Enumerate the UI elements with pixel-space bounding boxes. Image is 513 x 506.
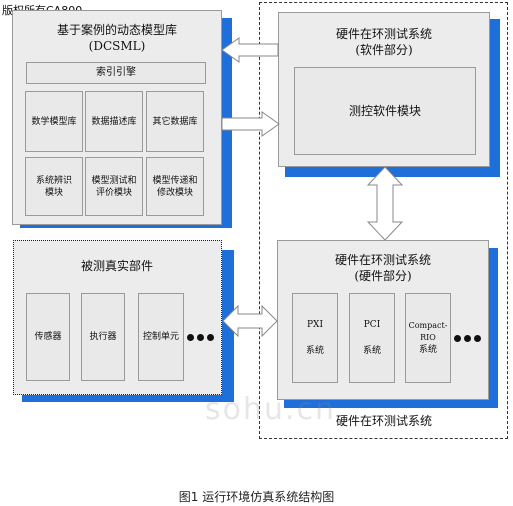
- compact-rio-system-label: 系统: [418, 345, 437, 355]
- watermark-text: sohu.cn: [205, 392, 337, 427]
- model-transfer-modify-line2: 修改模块: [156, 187, 193, 198]
- system-identification-line2: 模块: [44, 187, 63, 198]
- compact-rio-label: Compact-RIO: [408, 321, 448, 342]
- hil-system-frame: [259, 2, 508, 439]
- hardware-part-subtitle: (硬件部分): [354, 269, 412, 283]
- real-parts-title: 被测真实部件: [80, 259, 153, 273]
- model-transfer-modify-module-box: 模型传递和 修改模块: [146, 157, 204, 216]
- math-model-db-box: 数学模型库: [25, 91, 83, 152]
- real-parts-panel: 被测真实部件 传感器 执行器 控制单元: [13, 240, 222, 395]
- other-db-box: 其它数据库: [146, 91, 204, 152]
- pci-system-box: PCI 系统: [349, 293, 395, 383]
- compact-rio-system-box: Compact-RIO 系统: [405, 293, 451, 383]
- model-test-eval-module-box: 模型测试和 评价模块: [85, 157, 143, 216]
- system-identification-line1: 系统辨识: [35, 175, 72, 186]
- data-description-db-box: 数据描述库: [85, 91, 143, 152]
- arrow-right-icon: [221, 111, 280, 137]
- arrow-left-icon: [221, 37, 279, 63]
- software-part-subtitle: (软件部分): [355, 43, 413, 57]
- pci-system-label: 系统: [362, 346, 381, 356]
- software-part-panel: 硬件在环测试系统 (软件部分) 测控软件模块: [278, 12, 490, 167]
- system-identification-module-box: 系统辨识 模块: [25, 157, 83, 216]
- actuator-box: 执行器: [81, 293, 125, 381]
- model-test-eval-line1: 模型测试和: [91, 175, 137, 186]
- model-library-subtitle: (DCSML): [88, 39, 146, 53]
- double-arrow-vertical-icon: [366, 166, 404, 241]
- ellipsis-dots-icon: [187, 334, 214, 341]
- model-library-title: 基于案例的动态模型库: [56, 23, 177, 37]
- index-engine-box: 索引引擎: [26, 62, 206, 84]
- double-arrow-horizontal-icon: [222, 304, 278, 338]
- hardware-part-title: 硬件在环测试系统: [334, 253, 431, 267]
- model-test-eval-line2: 评价模块: [95, 187, 132, 198]
- pxi-system-box: PXI 系统: [292, 293, 338, 383]
- control-unit-box: 控制单元: [138, 293, 184, 381]
- hardware-part-panel: 硬件在环测试系统 (硬件部分) PXI 系统 PCI 系统 Compact-RI…: [277, 240, 489, 400]
- model-library-panel: 基于案例的动态模型库 (DCSML) 索引引擎 数学模型库 数据描述库 其它数据…: [12, 10, 222, 225]
- pxi-label: PXI: [306, 320, 324, 330]
- sensor-box: 传感器: [26, 293, 70, 381]
- ellipsis-dots-icon: [454, 335, 481, 342]
- pci-label: PCI: [363, 320, 381, 330]
- figure-caption: 图1 运行环境仿真系统结构图: [178, 489, 335, 504]
- software-part-title: 硬件在环测试系统: [335, 27, 432, 41]
- measurement-control-software-module: 测控软件模块: [294, 67, 476, 155]
- hil-system-label: 硬件在环测试系统: [335, 413, 432, 428]
- model-transfer-modify-line1: 模型传递和: [152, 175, 198, 186]
- pxi-system-label: 系统: [305, 346, 324, 356]
